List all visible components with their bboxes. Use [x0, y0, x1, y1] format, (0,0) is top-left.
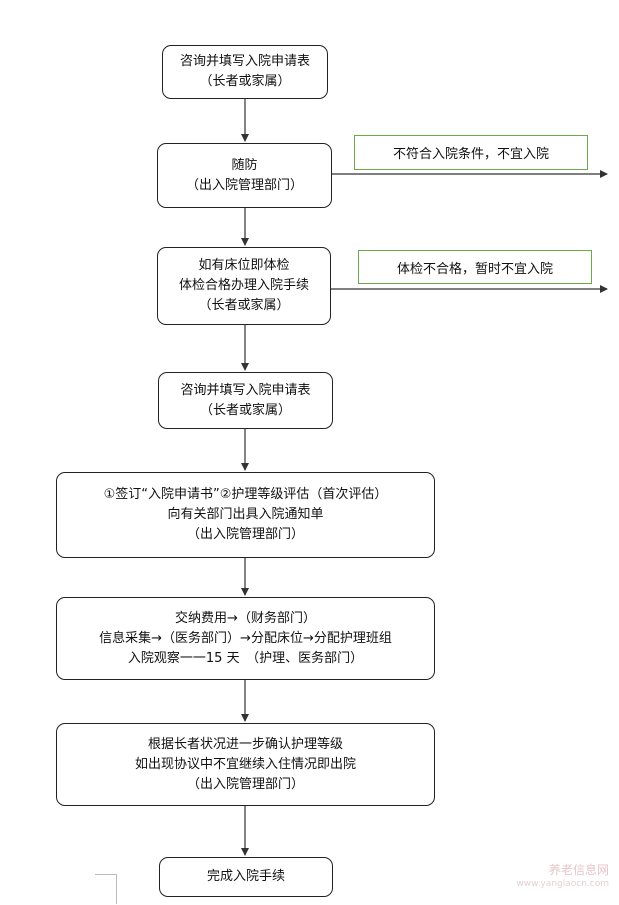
- step6-line2: 信息采集→（医务部门）→分配床位→分配护理班组: [99, 630, 392, 646]
- step7-box: 根据长者状况进一步确认护理等级 如出现协议中不宜继续入住情况即出院 （出入院管理…: [56, 723, 435, 806]
- watermark-line1: 养老信息网: [548, 863, 609, 877]
- step2-box: 随防 （出入院管理部门）: [157, 143, 332, 208]
- step8-line1: 完成入院手续: [206, 869, 285, 884]
- step3-line2: 体检合格办理入院手续: [178, 278, 309, 293]
- step7-line1: 根据长者状况进一步确认护理等级: [147, 736, 343, 752]
- step3-box: 如有床位即体检 体检合格办理入院手续 （长者或家属）: [157, 247, 331, 325]
- step6-box: 交纳费用→（财务部门） 信息采集→（医务部门）→分配床位→分配护理班组 入院观察…: [56, 597, 435, 680]
- step1-box: 咨询并填写入院申请表 （长者或家属）: [162, 45, 328, 99]
- step1-line2: （长者或家属）: [199, 74, 291, 89]
- reject2-text: 体检不合格，暂时不宜入院: [396, 261, 553, 277]
- step7-line3: （出入院管理部门）: [186, 776, 304, 792]
- step5-line1: ①签订“入院申请书”②护理等级评估（首次评估）: [103, 487, 388, 502]
- site-watermark: 养老信息网 www.yanglaocn.com: [516, 863, 609, 891]
- step5-line2: 向有关部门出具入院通知单: [167, 507, 324, 522]
- step4-box: 咨询并填写入院申请表 （长者或家属）: [158, 372, 333, 429]
- corner-fragment: [95, 874, 117, 904]
- step3-line3: （长者或家属）: [198, 298, 290, 313]
- step8-box: 完成入院手续: [159, 857, 333, 897]
- step2-line2: （出入院管理部门）: [185, 177, 303, 193]
- step2-line1: 随防: [231, 157, 258, 173]
- reject1-text: 不符合入院条件，不宜入院: [392, 147, 549, 162]
- reject1-note: 不符合入院条件，不宜入院: [354, 135, 588, 170]
- step6-line1: 交纳费用→（财务部门）: [175, 610, 316, 626]
- step1-line1: 咨询并填写入院申请表: [179, 54, 310, 69]
- reject2-note: 体检不合格，暂时不宜入院: [358, 250, 592, 284]
- step5-box: ①签订“入院申请书”②护理等级评估（首次评估） 向有关部门出具入院通知单 （出入…: [56, 472, 435, 558]
- step3-line1: 如有床位即体检: [198, 258, 290, 273]
- step5-line3: （出入院管理部门）: [186, 527, 304, 542]
- step4-line1: 咨询并填写入院申请表: [180, 382, 311, 398]
- watermark-line2: www.yanglaocn.com: [516, 879, 609, 889]
- step7-line2: 如出现协议中不宜继续入住情况即出院: [134, 756, 356, 772]
- step4-line2: （长者或家属）: [199, 402, 291, 418]
- step6-line3: 入院观察一一15 天 （护理、医务部门）: [127, 650, 364, 666]
